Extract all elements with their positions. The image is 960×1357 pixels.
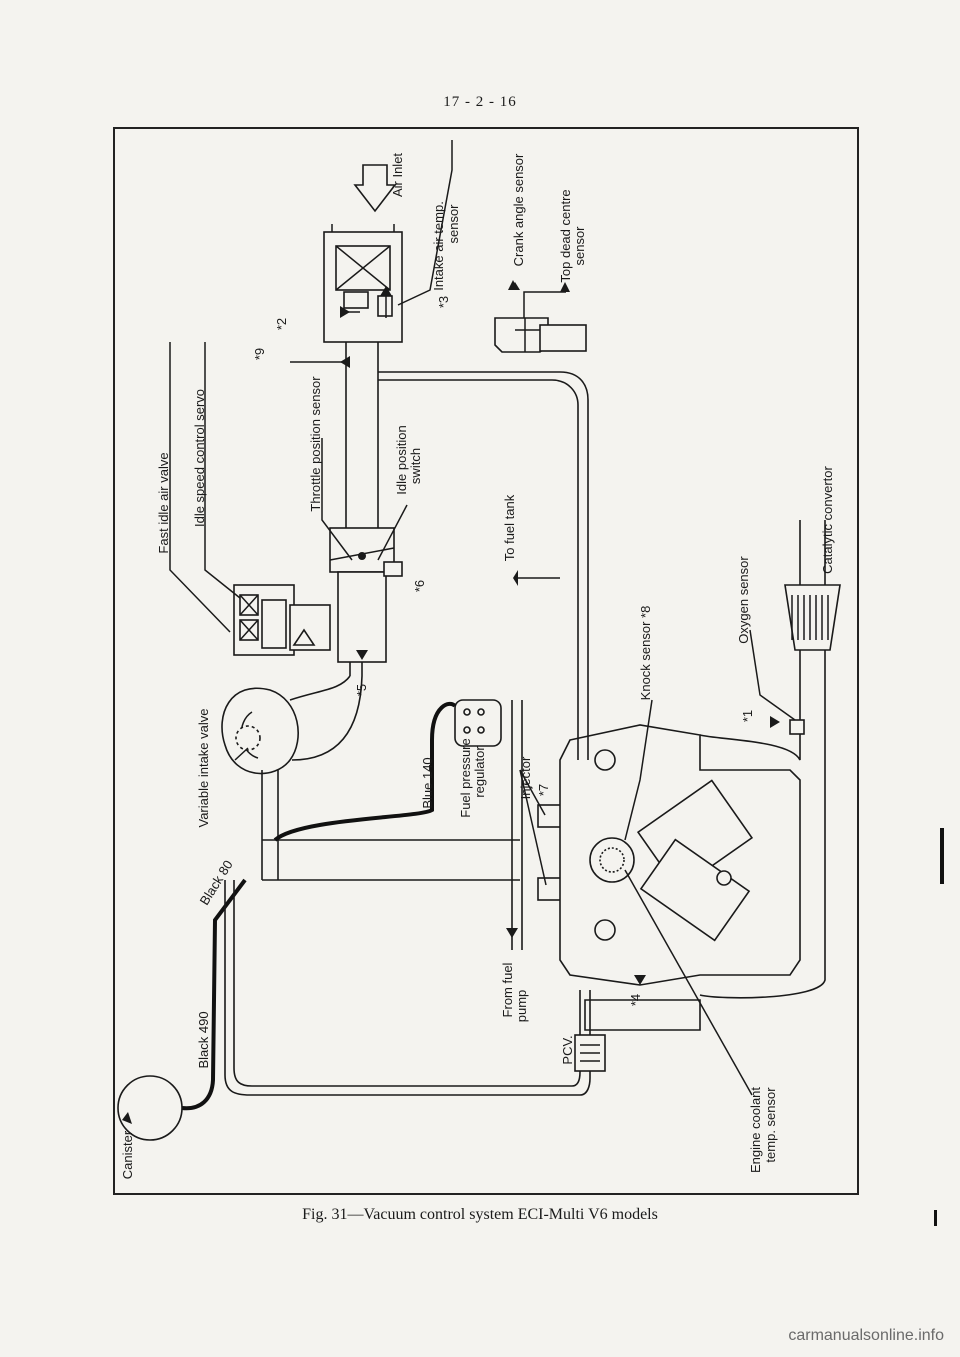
label-tdc-sensor: Top dead centre: [558, 189, 573, 282]
label-oxygen-sensor: Oxygen sensor: [736, 556, 751, 644]
leader-lines: [169, 140, 796, 1096]
margin-mark-small: [934, 1210, 937, 1226]
diagram-frame: [113, 127, 859, 1195]
label-engine-coolant-2: temp. sensor: [763, 1087, 778, 1163]
label-tdc-sensor-2: sensor: [572, 226, 587, 266]
isc-servo-block: [233, 584, 331, 656]
label-fuel-pressure: Fuel pressure: [458, 738, 473, 817]
intake-runners: [261, 770, 520, 881]
label-intake-air-temp: Intake air temp.: [431, 201, 446, 291]
label-throttle-position-sensor: Throttle position sensor: [308, 376, 323, 512]
crank-angle-sensor: [494, 282, 587, 353]
canister: [117, 1075, 183, 1141]
ref-6: *6: [412, 580, 427, 592]
black-hose: [181, 878, 247, 1111]
label-knock-sensor: Knock sensor *8: [638, 606, 653, 701]
ref-7: *7: [536, 784, 551, 796]
label-isc-servo: Idle speed control servo: [192, 389, 207, 527]
label-crank-angle-sensor: Crank angle sensor: [511, 153, 526, 266]
air-flow-sensor: [323, 224, 403, 343]
margin-mark: [940, 828, 944, 884]
ref-9: *9: [252, 348, 267, 360]
label-engine-coolant: Engine coolant: [748, 1087, 763, 1173]
return-loop: [224, 371, 591, 1096]
label-idle-position-2: switch: [408, 448, 423, 484]
ref-3: *3: [436, 296, 451, 308]
page-number: 17 - 2 - 16: [443, 94, 517, 110]
throttle-body: [329, 342, 403, 663]
surge-tank: [221, 662, 363, 775]
label-intake-air-temp-2: sensor: [446, 204, 461, 244]
ref-4: *4: [628, 994, 643, 1006]
label-canister: Canister: [120, 1130, 135, 1179]
blue-140-hose-lower: [273, 740, 434, 842]
ref-1: *1: [740, 710, 755, 722]
catalyst-grid: [791, 595, 829, 640]
arrows: [122, 280, 780, 1124]
label-to-fuel-tank: To fuel tank: [502, 494, 517, 561]
label-air-inlet: Air Inlet: [390, 153, 405, 197]
label-fast-idle-air-valve: Fast idle air valve: [156, 452, 171, 553]
air-inlet-arrow: [353, 164, 397, 213]
label-black-490: Black 490: [196, 1011, 211, 1068]
fuel-rail: [454, 699, 573, 950]
label-pcv: PCV.: [560, 1035, 575, 1064]
label-injector: Injector: [518, 756, 533, 799]
pcv-valve: [574, 1034, 606, 1072]
label-variable-intake-valve: Variable intake valve: [196, 709, 211, 828]
label-catalytic-convertor: Catalytic convertor: [820, 466, 835, 574]
watermark: carmanualsonline.info: [788, 1327, 944, 1344]
exhaust-system: [699, 520, 841, 999]
label-from-fuel-2: pump: [514, 990, 529, 1023]
figure-caption: Fig. 31—Vacuum control system ECI-Multi …: [302, 1206, 658, 1223]
label-from-fuel: From fuel: [500, 962, 515, 1017]
ref-2: *2: [274, 318, 289, 330]
blue-140-hose: [430, 701, 457, 741]
engine-block: [559, 724, 801, 1031]
ref-5: *5: [354, 684, 369, 696]
label-fuel-pressure-2: regulator: [472, 746, 487, 798]
label-idle-position: Idle position: [394, 425, 409, 494]
label-blue-140: Blue 140: [420, 757, 435, 808]
